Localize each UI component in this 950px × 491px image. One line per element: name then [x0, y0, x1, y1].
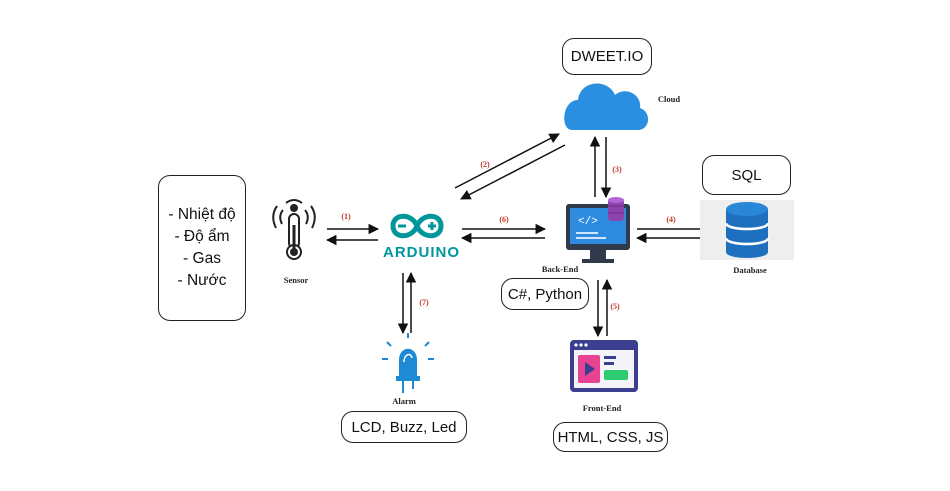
frontend-language-box: HTML, CSS, JS: [553, 422, 668, 452]
parameter-item: - Độ ẩm: [174, 228, 230, 245]
frontend-caption: Front-End: [582, 403, 622, 413]
arrow-backend-frontend: [592, 278, 613, 338]
sql-box: SQL: [702, 155, 791, 195]
cloud-caption: Cloud: [657, 94, 681, 104]
database-icon: [700, 200, 794, 260]
parameter-item: - Nước: [177, 272, 227, 289]
arrow-arduino-backend: [460, 223, 547, 244]
sensor-caption: Sensor: [283, 275, 309, 285]
edge-label-3: (3): [612, 165, 622, 174]
edge-label-1: (1): [341, 212, 351, 221]
arduino-wordmark: ARDUINO: [383, 244, 460, 261]
backend-caption: Back-End: [541, 264, 579, 274]
arrow-sensor-arduino: [325, 223, 380, 246]
arrow-cloud-backend: [589, 135, 612, 199]
arrow-arduino-alarm: [397, 271, 417, 335]
edge-label-5: (5): [610, 302, 620, 311]
arduino-logo-icon: [390, 213, 444, 239]
alarm-caption: Alarm: [392, 396, 416, 406]
edge-label-6: (6): [499, 215, 509, 224]
edge-label-2: (2): [480, 160, 490, 169]
edge-label-7: (7): [419, 298, 429, 307]
led-alarm-icon: [382, 333, 434, 393]
arrow-arduino-cloud: [454, 133, 566, 200]
cloud-icon: [564, 83, 649, 130]
parameter-item: - Nhiệt độ: [168, 206, 236, 223]
monitor-code-icon: </>: [566, 197, 630, 263]
edge-label-4: (4): [666, 215, 676, 224]
backend-language-box: C#, Python: [501, 278, 589, 310]
database-caption: Database: [733, 265, 767, 275]
alarm-devices-box: LCD, Buzz, Led: [341, 411, 467, 443]
sensor-parameter-box: - Nhiệt độ - Độ ẩm - Gas - Nước: [158, 175, 246, 321]
dweet-box: DWEET.IO: [562, 38, 652, 75]
svg-text:</>: </>: [578, 216, 598, 228]
parameter-item: - Gas: [183, 250, 221, 267]
thermometer-icon: [272, 199, 316, 260]
browser-window-icon: [570, 340, 638, 392]
